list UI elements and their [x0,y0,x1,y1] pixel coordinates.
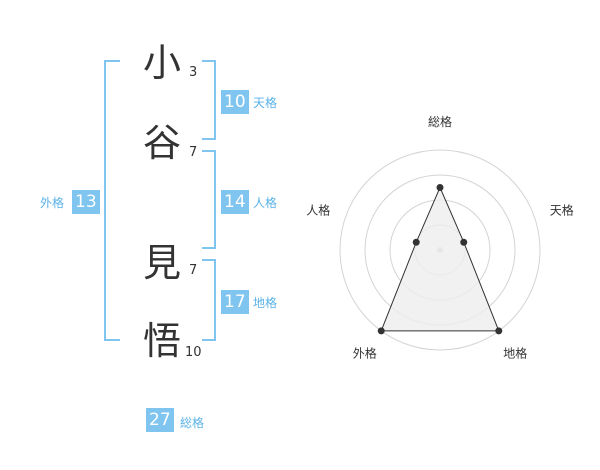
gaikaku-bracket [104,60,120,341]
jinkaku-value-badge: 14 [221,190,249,214]
radar-axis-label: 人格 [306,202,330,217]
stroke-count-2: 7 [189,145,198,160]
radar-ring [339,149,541,351]
tenkaku-label: 天格 [253,96,278,110]
radar-axis-label: 外格 [353,346,377,361]
stroke-count-1: 3 [189,65,198,80]
stroke-count-3: 7 [189,263,198,278]
radar-point [436,184,444,191]
name-char-2: 谷 [142,121,181,165]
soukaku-value-badge: 27 [146,408,174,432]
name-char-3: 見 [142,241,181,285]
tenkaku-value-badge: 10 [221,90,249,114]
radar-axis-label: 地格 [503,346,527,361]
radar-point [412,238,420,246]
radar-axis-label: 総格 [428,114,452,129]
jinkaku-label: 人格 [253,196,278,210]
soukaku-label: 総格 [180,416,205,430]
gaikaku-label: 外格 [40,196,65,210]
name-char-1: 小 [142,41,181,85]
chikaku-bracket [202,259,216,341]
tenkaku-bracket [202,60,216,140]
radar-point [460,238,468,246]
radar-point [377,327,385,335]
gaikaku-value-badge: 13 [72,190,100,214]
chikaku-value-badge: 17 [221,290,249,314]
name-char-4: 悟 [142,319,181,363]
chikaku-label: 地格 [253,296,278,310]
radar-points [377,184,503,335]
radar-point [495,327,503,335]
stroke-count-4: 10 [185,345,202,360]
radar-polygon [380,186,500,332]
radar-axis-label: 天格 [550,202,574,217]
jinkaku-bracket [202,150,216,249]
